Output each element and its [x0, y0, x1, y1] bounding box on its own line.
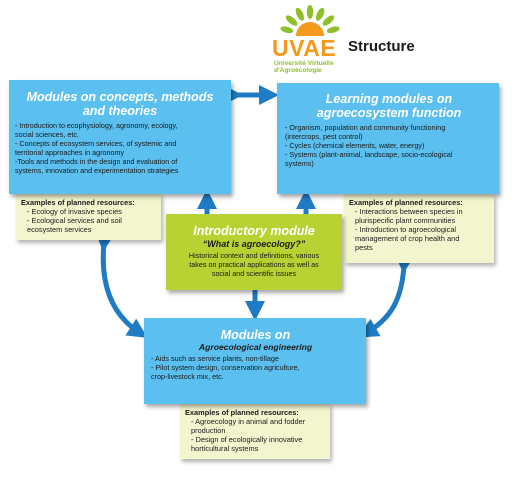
- list-item: - Introduction to agroecological: [355, 225, 457, 234]
- intro-line: takes on practical applications as well …: [189, 260, 319, 269]
- intro-line: Historical context and definitions, vari…: [188, 251, 320, 260]
- arrow-function-engineering: [358, 253, 415, 338]
- function-resources-note: Examples of planned resources: - Interac…: [344, 194, 494, 263]
- concepts-resources-note: Examples of planned resources: - Ecology…: [16, 194, 161, 240]
- page-title: Structure: [348, 38, 415, 55]
- logo-sun-icon: [280, 5, 340, 36]
- list-item: horticultural systems: [191, 444, 259, 453]
- list-item: (intercrops, pest control): [285, 132, 363, 141]
- function-resources-list: - Interactions between species in pluris…: [349, 207, 494, 252]
- uvae-logo: UVAE Université Virtuelle d'Agroécologie: [270, 2, 350, 78]
- function-resources-title: Examples of planned resources:: [349, 198, 463, 207]
- logo-wordmark-text: UVAE: [272, 35, 337, 61]
- list-item: - Agroecology in animal and fodder: [191, 417, 306, 426]
- concepts-title-line2: and theories: [82, 104, 158, 118]
- list-item: -Tools and methods in the design and eva…: [15, 157, 178, 166]
- engineering-list: - Aids such as service plants, non-tilla…: [151, 354, 360, 381]
- engineering-resources-note: Examples of planned resources: - Agroeco…: [180, 404, 330, 459]
- list-item: systems): [285, 159, 314, 168]
- concepts-resources-list: - Ecology of invasive species - Ecologic…: [21, 207, 161, 234]
- list-item: production: [191, 426, 226, 435]
- function-title-line2: agroecosystem function: [316, 106, 462, 120]
- engineering-resources-list: - Agroecology in animal and fodder produ…: [185, 417, 330, 453]
- logo-subtitle-line2: d'Agroécologie: [274, 67, 322, 74]
- function-module-box: Learning modules on agroecosystem functi…: [277, 83, 499, 194]
- concepts-resources-title: Examples of planned resources:: [21, 198, 135, 207]
- list-item: - Ecology of invasive species: [27, 207, 122, 216]
- list-item: - Introduction to ecophysiology, agronom…: [15, 121, 178, 130]
- list-item: - Pilot system design, conservation agri…: [151, 363, 300, 372]
- list-item: ecosystem services: [27, 225, 92, 234]
- list-item: management of crop health and: [355, 234, 460, 243]
- list-item: crop-livestock mix, etc.: [151, 372, 224, 381]
- list-item: - Cycles (chemical elements, water, ener…: [285, 141, 425, 150]
- list-item: systems, innovation and experimentation …: [15, 166, 179, 175]
- function-list: - Organism, population and community fun…: [285, 123, 493, 168]
- concepts-title-line1: Modules on concepts, methods: [26, 90, 214, 104]
- list-item: - Organism, population and community fun…: [285, 123, 446, 132]
- engineering-resources-title: Examples of planned resources:: [185, 408, 299, 417]
- list-item: territorial approaches in agronomy: [15, 148, 125, 157]
- list-item: - Interactions between species in: [355, 207, 463, 216]
- arrow-concepts-engineering: [95, 231, 148, 338]
- list-item: social sciences, etc.: [15, 130, 79, 139]
- engineering-module-box: Modules on Agroecological engineering - …: [144, 318, 366, 404]
- list-item: - Ecological services and soil: [27, 216, 122, 225]
- list-item: - Design of ecologically innovative: [191, 435, 303, 444]
- intro-subtitle: “What is agroecology?”: [202, 239, 306, 249]
- list-item: plurispecific plant communities: [355, 216, 456, 225]
- list-item: - Concepts of ecosystem services, of sys…: [15, 139, 177, 148]
- intro-line: social and scientific issues: [211, 269, 297, 278]
- intro-description: Historical context and definitions, vari…: [170, 251, 338, 278]
- concepts-list: - Introduction to ecophysiology, agronom…: [15, 121, 225, 175]
- logo-subtitle-line1: Université Virtuelle: [274, 60, 334, 67]
- intro-module-box: Introductory module “What is agroecology…: [166, 214, 342, 290]
- logo-subtitle: Université Virtuelle d'Agroécologie: [274, 60, 354, 74]
- intro-title: Introductory module: [193, 224, 315, 238]
- list-item: - Aids such as service plants, non-tilla…: [151, 354, 279, 363]
- engineering-subtitle: Agroecological engineering: [198, 342, 313, 352]
- list-item: pests: [355, 243, 373, 252]
- concepts-module-box: Modules on concepts, methods and theorie…: [9, 80, 231, 194]
- logo-wordmark: UVAE: [272, 36, 336, 60]
- function-title-line1: Learning modules on: [325, 92, 453, 106]
- list-item: - Systems (plant-animal, landscape, soci…: [285, 150, 453, 159]
- engineering-title: Modules on: [220, 328, 291, 342]
